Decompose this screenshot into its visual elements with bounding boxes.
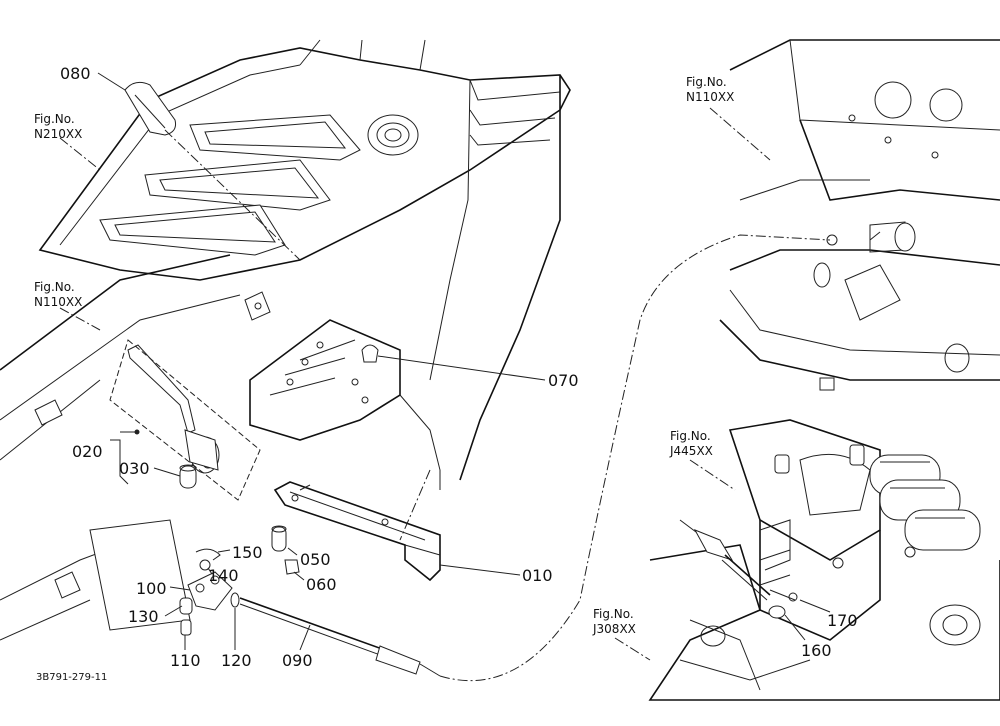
pin-and-nut [271, 525, 300, 575]
ref-n110xx-left-code: N110XX [34, 295, 82, 309]
part-label-050: 050 [300, 550, 331, 569]
ref-n110xx-right-code: N110XX [686, 90, 734, 104]
ref-j308xx-label: Fig.No. [593, 607, 634, 621]
control-cable [239, 234, 831, 682]
part-label-020: 020 [72, 442, 103, 461]
figure-references: Fig.No. N210XX Fig.No. N110XX Fig.No. N1… [34, 75, 734, 636]
rod-bracket [273, 481, 441, 582]
gear-shift-knob [124, 81, 301, 261]
part-label-140: 140 [208, 566, 239, 585]
part-label-160: 160 [801, 641, 832, 660]
ref-n210xx-label: Fig.No. [34, 112, 75, 126]
part-label-080: 080 [60, 64, 91, 83]
bracket-plate [249, 319, 441, 490]
part-label-070: 070 [548, 371, 579, 390]
ref-n110xx-right-label: Fig.No. [686, 75, 727, 89]
ref-j445xx-label: Fig.No. [670, 429, 711, 443]
ref-j445xx-code: J445XX [669, 444, 713, 458]
clevis-assembly [179, 548, 240, 636]
hydraulic-valve [648, 419, 1000, 701]
fender-console [38, 39, 571, 481]
part-label-130: 130 [128, 607, 159, 626]
ref-n110xx-left-label: Fig.No. [34, 280, 75, 294]
part-label-170: 170 [827, 611, 858, 630]
transmission-housing [719, 39, 1000, 391]
part-label-010: 010 [522, 566, 553, 585]
part-label-090: 090 [282, 651, 313, 670]
bushing [179, 464, 197, 489]
shift-lever [109, 339, 261, 501]
valve-cable-end [679, 519, 798, 619]
part-label-060: 060 [306, 575, 337, 594]
ref-n210xx-code: N210XX [34, 127, 82, 141]
part-label-120: 120 [221, 651, 252, 670]
floor-frame [0, 254, 271, 641]
ref-j308xx-code: J308XX [592, 622, 636, 636]
part-label-100: 100 [136, 579, 167, 598]
leader-lines [59, 72, 831, 661]
part-label-150: 150 [232, 543, 263, 562]
part-label-030: 030 [119, 459, 150, 478]
part-label-110: 110 [170, 651, 201, 670]
figure-code: 3B791-279-11 [36, 672, 107, 683]
part-labels: 080 020 030 070 150 050 140 060 010 100 … [60, 64, 858, 670]
